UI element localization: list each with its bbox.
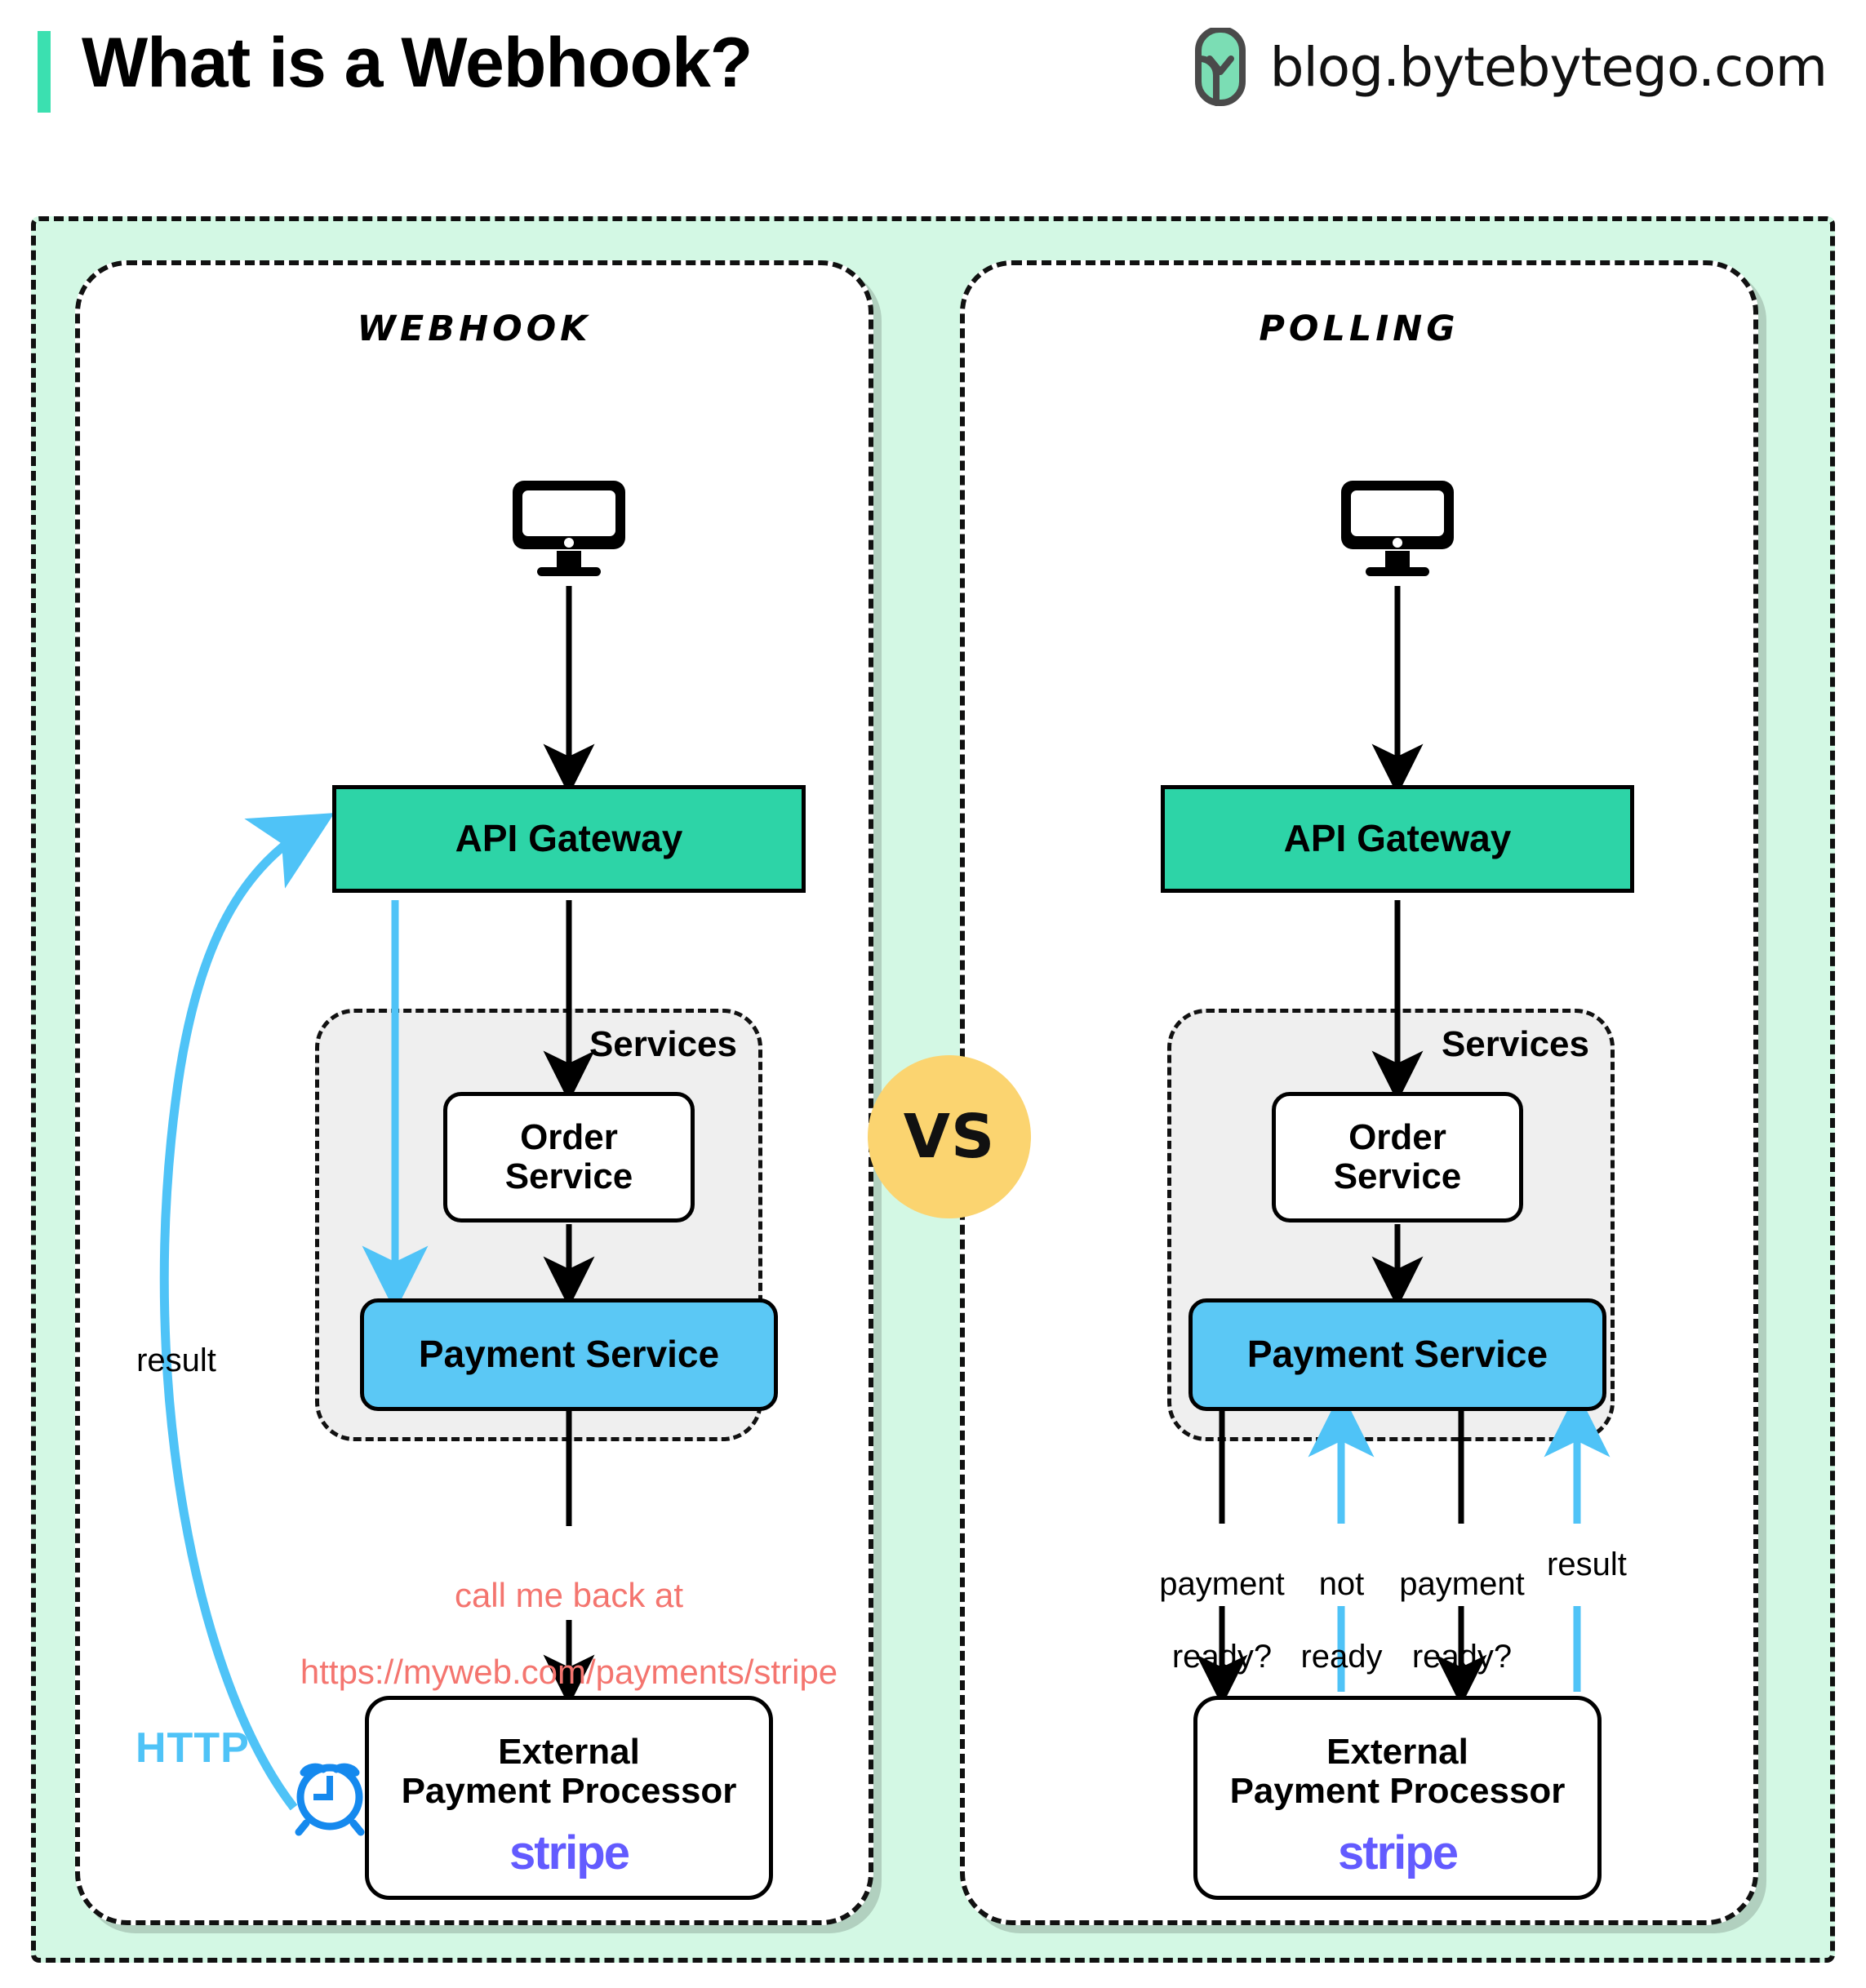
processor-line-2: Payment Processor (401, 1770, 737, 1811)
node-payment-service-polling[interactable]: Payment Service (1188, 1298, 1606, 1411)
alarm-clock-icon (295, 1763, 365, 1836)
panel-title-polling: Polling (1259, 293, 1459, 353)
stripe-logo-polling: stripe (1338, 1826, 1459, 1880)
processor-line-1: External (1326, 1732, 1468, 1773)
title-accent-bar (38, 31, 51, 113)
monitor-icon (513, 481, 625, 576)
node-order-service-polling[interactable]: Order Service (1272, 1092, 1523, 1223)
node-payment-service-webhook[interactable]: Payment Service (360, 1298, 778, 1411)
services-label-polling: Services (1441, 1024, 1589, 1064)
panel-title-webhook: Webhook (357, 293, 592, 353)
callback-note-line-2: https://myweb.com/payments/stripe (300, 1653, 838, 1692)
node-external-processor-webhook[interactable]: External Payment Processor stripe (365, 1696, 773, 1900)
bytebytego-logo-icon (1194, 28, 1246, 106)
label-http: HTTP (136, 1724, 250, 1772)
stripe-logo-webhook: stripe (509, 1826, 630, 1880)
node-api-gateway-polling[interactable]: API Gateway (1161, 785, 1634, 893)
processor-line-2: Payment Processor (1229, 1770, 1566, 1811)
brand: blog.bytebytego.com (1188, 28, 1828, 106)
order-service-line-2: Service (504, 1156, 633, 1196)
processor-line-1: External (498, 1732, 640, 1773)
monitor-icon (1341, 481, 1454, 576)
order-service-line-1: Order (520, 1117, 618, 1158)
label-poll-3-line-1: payment (1399, 1565, 1525, 1602)
page-header: What is a Webhook? blog.bytebytego.com (0, 0, 1866, 131)
brand-url: blog.bytebytego.com (1269, 35, 1828, 99)
label-poll-2-line-1: not (1318, 1565, 1365, 1602)
node-order-service-webhook[interactable]: Order Service (443, 1092, 695, 1223)
order-service-line-1: Order (1348, 1117, 1446, 1158)
label-poll-3: payment ready? (1375, 1529, 1549, 1712)
label-poll-3-line-2: ready? (1411, 1639, 1513, 1675)
page-title: What is a Webhook? (82, 24, 753, 102)
order-service-line-2: Service (1333, 1156, 1462, 1196)
label-poll-2-line-2: ready (1300, 1639, 1383, 1675)
label-poll-1-line-2: ready? (1171, 1639, 1273, 1675)
callback-note-line-1: call me back at (454, 1576, 684, 1615)
label-result-webhook: result (136, 1342, 216, 1378)
services-label-webhook: Services (589, 1024, 737, 1064)
node-api-gateway-webhook[interactable]: API Gateway (332, 785, 806, 893)
label-result-polling: result (1547, 1546, 1627, 1582)
vs-badge: VS (868, 1055, 1031, 1218)
label-poll-1: payment ready? (1135, 1529, 1309, 1712)
node-external-processor-polling[interactable]: External Payment Processor stripe (1193, 1696, 1602, 1900)
label-poll-2: not ready (1278, 1529, 1405, 1712)
callback-note: call me back at https://myweb.com/paymen… (259, 1538, 879, 1729)
label-poll-1-line-1: payment (1159, 1565, 1285, 1602)
